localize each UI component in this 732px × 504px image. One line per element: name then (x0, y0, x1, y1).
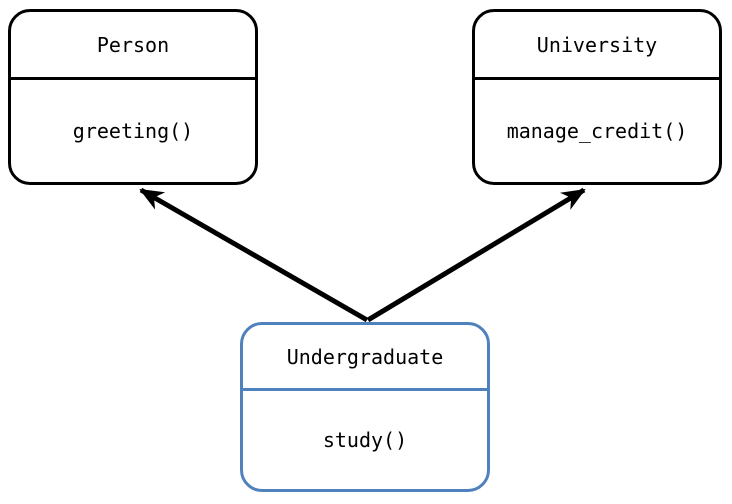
class-box-undergraduate: Undergraduate study() (240, 322, 490, 492)
arrow-undergraduate-to-university (366, 187, 586, 323)
class-name-university: University (536, 32, 658, 57)
class-method-manage-credit: manage_credit() (506, 119, 688, 143)
class-body: manage_credit() (475, 80, 719, 182)
class-header: University (475, 12, 719, 80)
class-box-university: University manage_credit() (472, 9, 722, 185)
class-name-person: Person (96, 32, 170, 57)
class-header: Undergraduate (243, 325, 487, 391)
class-name-undergraduate: Undergraduate (286, 344, 444, 369)
class-body: greeting() (11, 80, 255, 182)
arrow-undergraduate-to-person (139, 187, 369, 323)
class-body: study() (243, 391, 487, 489)
class-method-study: study() (322, 428, 408, 452)
class-header: Person (11, 12, 255, 80)
class-method-greeting: greeting() (72, 119, 194, 143)
class-box-person: Person greeting() (8, 9, 258, 185)
